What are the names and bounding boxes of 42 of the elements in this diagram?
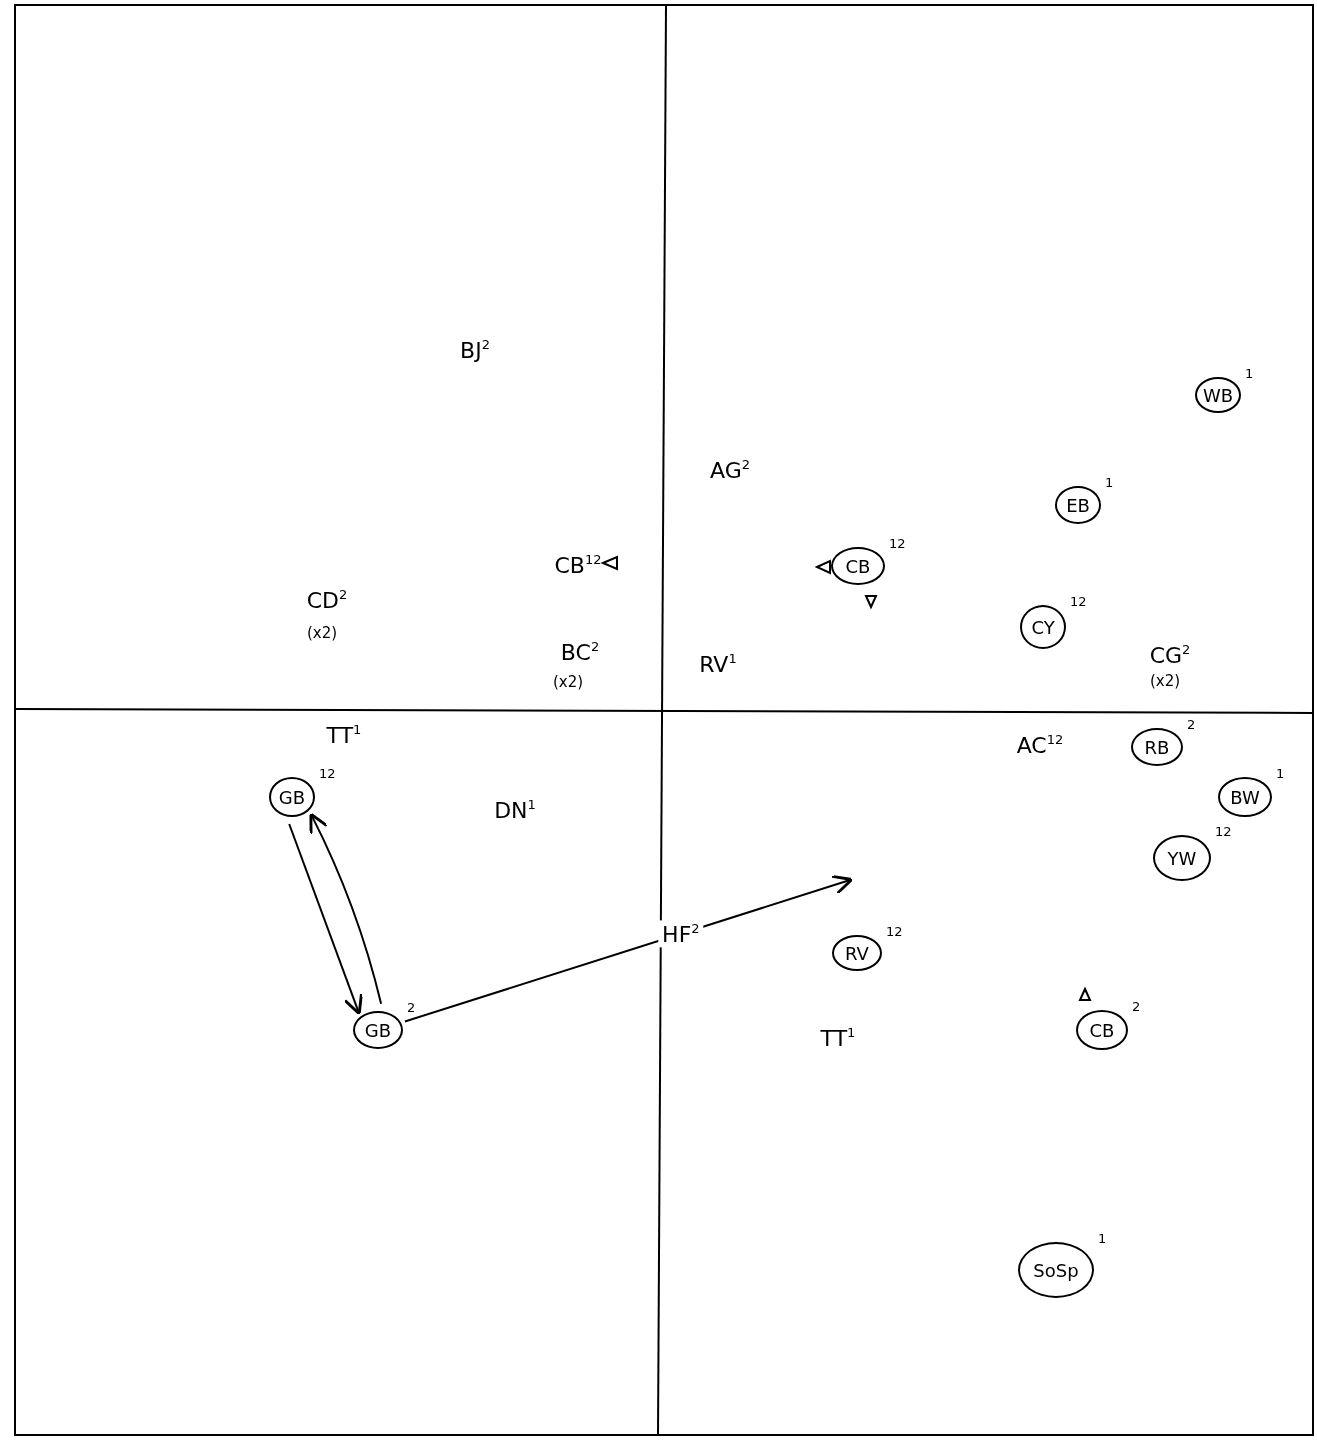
circled-code: CB — [831, 547, 885, 585]
code-label: CD$^{2}$ — [306, 588, 348, 612]
code-label: BC$^{2}$ — [560, 640, 600, 664]
superscript-number: 1 — [1105, 476, 1114, 489]
code-label: TT$^{1}$ — [820, 1026, 856, 1050]
circled-code: WB — [1195, 377, 1241, 413]
circled-code: RV — [832, 935, 882, 971]
code-label: BJ$^{2}$ — [460, 338, 490, 362]
arrow — [403, 874, 854, 1023]
code-label: CG$^{2}$ — [1149, 643, 1191, 667]
code-label: AG$^{2}$ — [710, 458, 750, 482]
count-note: (x2) — [552, 674, 584, 690]
superscript-number: 12 — [319, 767, 336, 780]
code-label: RV$^{1}$ — [699, 652, 737, 676]
circled-code: CB — [1076, 1010, 1128, 1050]
code-label: CB$^{12}$ — [554, 553, 602, 577]
superscript-number: 12 — [889, 537, 906, 550]
circled-code: RB — [1131, 728, 1183, 766]
count-note: (x2) — [306, 625, 338, 641]
circled-code: GB — [353, 1011, 403, 1049]
edge-label: HF$^{2}$ — [658, 920, 704, 948]
superscript-number: 1 — [1245, 367, 1254, 380]
superscript-number: 12 — [1070, 595, 1087, 608]
arrow — [288, 823, 363, 1016]
count-note: (x2) — [1149, 673, 1181, 689]
circled-code: CY — [1020, 605, 1066, 649]
superscript-number: 2 — [1132, 1000, 1141, 1013]
circled-code: EB — [1055, 486, 1101, 524]
superscript-number: 12 — [886, 925, 903, 938]
superscript-number: 2 — [1187, 718, 1196, 731]
superscript-number: 12 — [1215, 825, 1232, 838]
code-label: AC$^{12}$ — [1016, 733, 1064, 757]
superscript-number: 1 — [1276, 767, 1285, 780]
superscript-number: 2 — [407, 1001, 416, 1014]
superscript-number: 1 — [1098, 1232, 1107, 1245]
circled-code: BW — [1218, 777, 1272, 817]
circled-code: GB — [269, 777, 315, 817]
arrow — [309, 812, 383, 1005]
code-label: DN$^{1}$ — [494, 798, 536, 822]
circled-code: SoSp — [1018, 1242, 1094, 1298]
code-label: TT$^{1}$ — [326, 723, 362, 747]
circled-code: YW — [1153, 835, 1211, 881]
